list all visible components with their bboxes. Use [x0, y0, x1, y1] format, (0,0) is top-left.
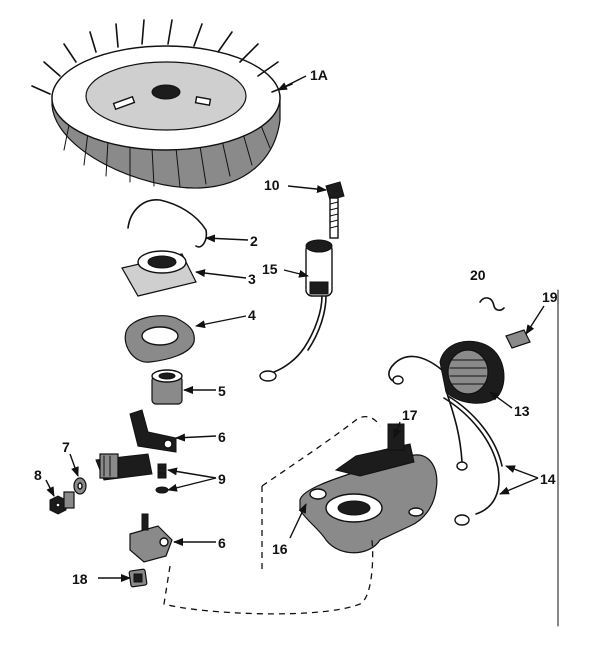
small-clip-part — [505, 329, 531, 349]
callout-13: 13 — [514, 403, 530, 419]
bolt-part — [325, 181, 345, 239]
spring-clip-part — [127, 199, 208, 248]
callout-9: 9 — [218, 471, 226, 487]
contact-points-part — [95, 453, 153, 481]
callout-20: 20 — [470, 267, 486, 283]
flywheel-part — [31, 19, 293, 189]
alignment-dashed-lines — [163, 415, 381, 615]
condenser-part — [259, 239, 333, 382]
callout-7: 7 — [62, 439, 70, 455]
callout-4: 4 — [248, 307, 256, 323]
wire-clip-part — [479, 297, 505, 311]
stator-bracket-part — [299, 423, 438, 554]
clip-part — [128, 568, 148, 588]
screw-washer-part — [155, 463, 169, 494]
callout-labels: 1A 2 3 4 5 6 7 8 9 6 18 10 15 20 19 13 1… — [34, 67, 558, 587]
nut-part — [49, 491, 75, 515]
gasket-part — [124, 315, 195, 363]
leader-lines — [45, 75, 545, 582]
callout-10: 10 — [264, 177, 280, 193]
callout-6-upper: 6 — [218, 429, 226, 445]
bushing-part — [151, 369, 183, 405]
callout-2: 2 — [250, 233, 258, 249]
callout-8: 8 — [34, 467, 42, 483]
callout-18: 18 — [72, 571, 88, 587]
callout-3: 3 — [248, 271, 256, 287]
callout-15: 15 — [262, 261, 278, 277]
callout-17: 17 — [402, 407, 418, 423]
callout-14: 14 — [540, 471, 556, 487]
ignition-coil-part — [388, 340, 505, 471]
callout-6-lower: 6 — [218, 535, 226, 551]
lead-wire-part — [443, 395, 503, 526]
lower-bracket-part — [129, 513, 173, 563]
callout-1a: 1A — [310, 67, 328, 83]
breaker-arm-part — [129, 409, 177, 453]
adapter-part — [121, 250, 197, 297]
callout-5: 5 — [218, 383, 226, 399]
callout-16: 16 — [272, 541, 288, 557]
washer-part — [73, 477, 87, 495]
callout-19: 19 — [542, 289, 558, 305]
